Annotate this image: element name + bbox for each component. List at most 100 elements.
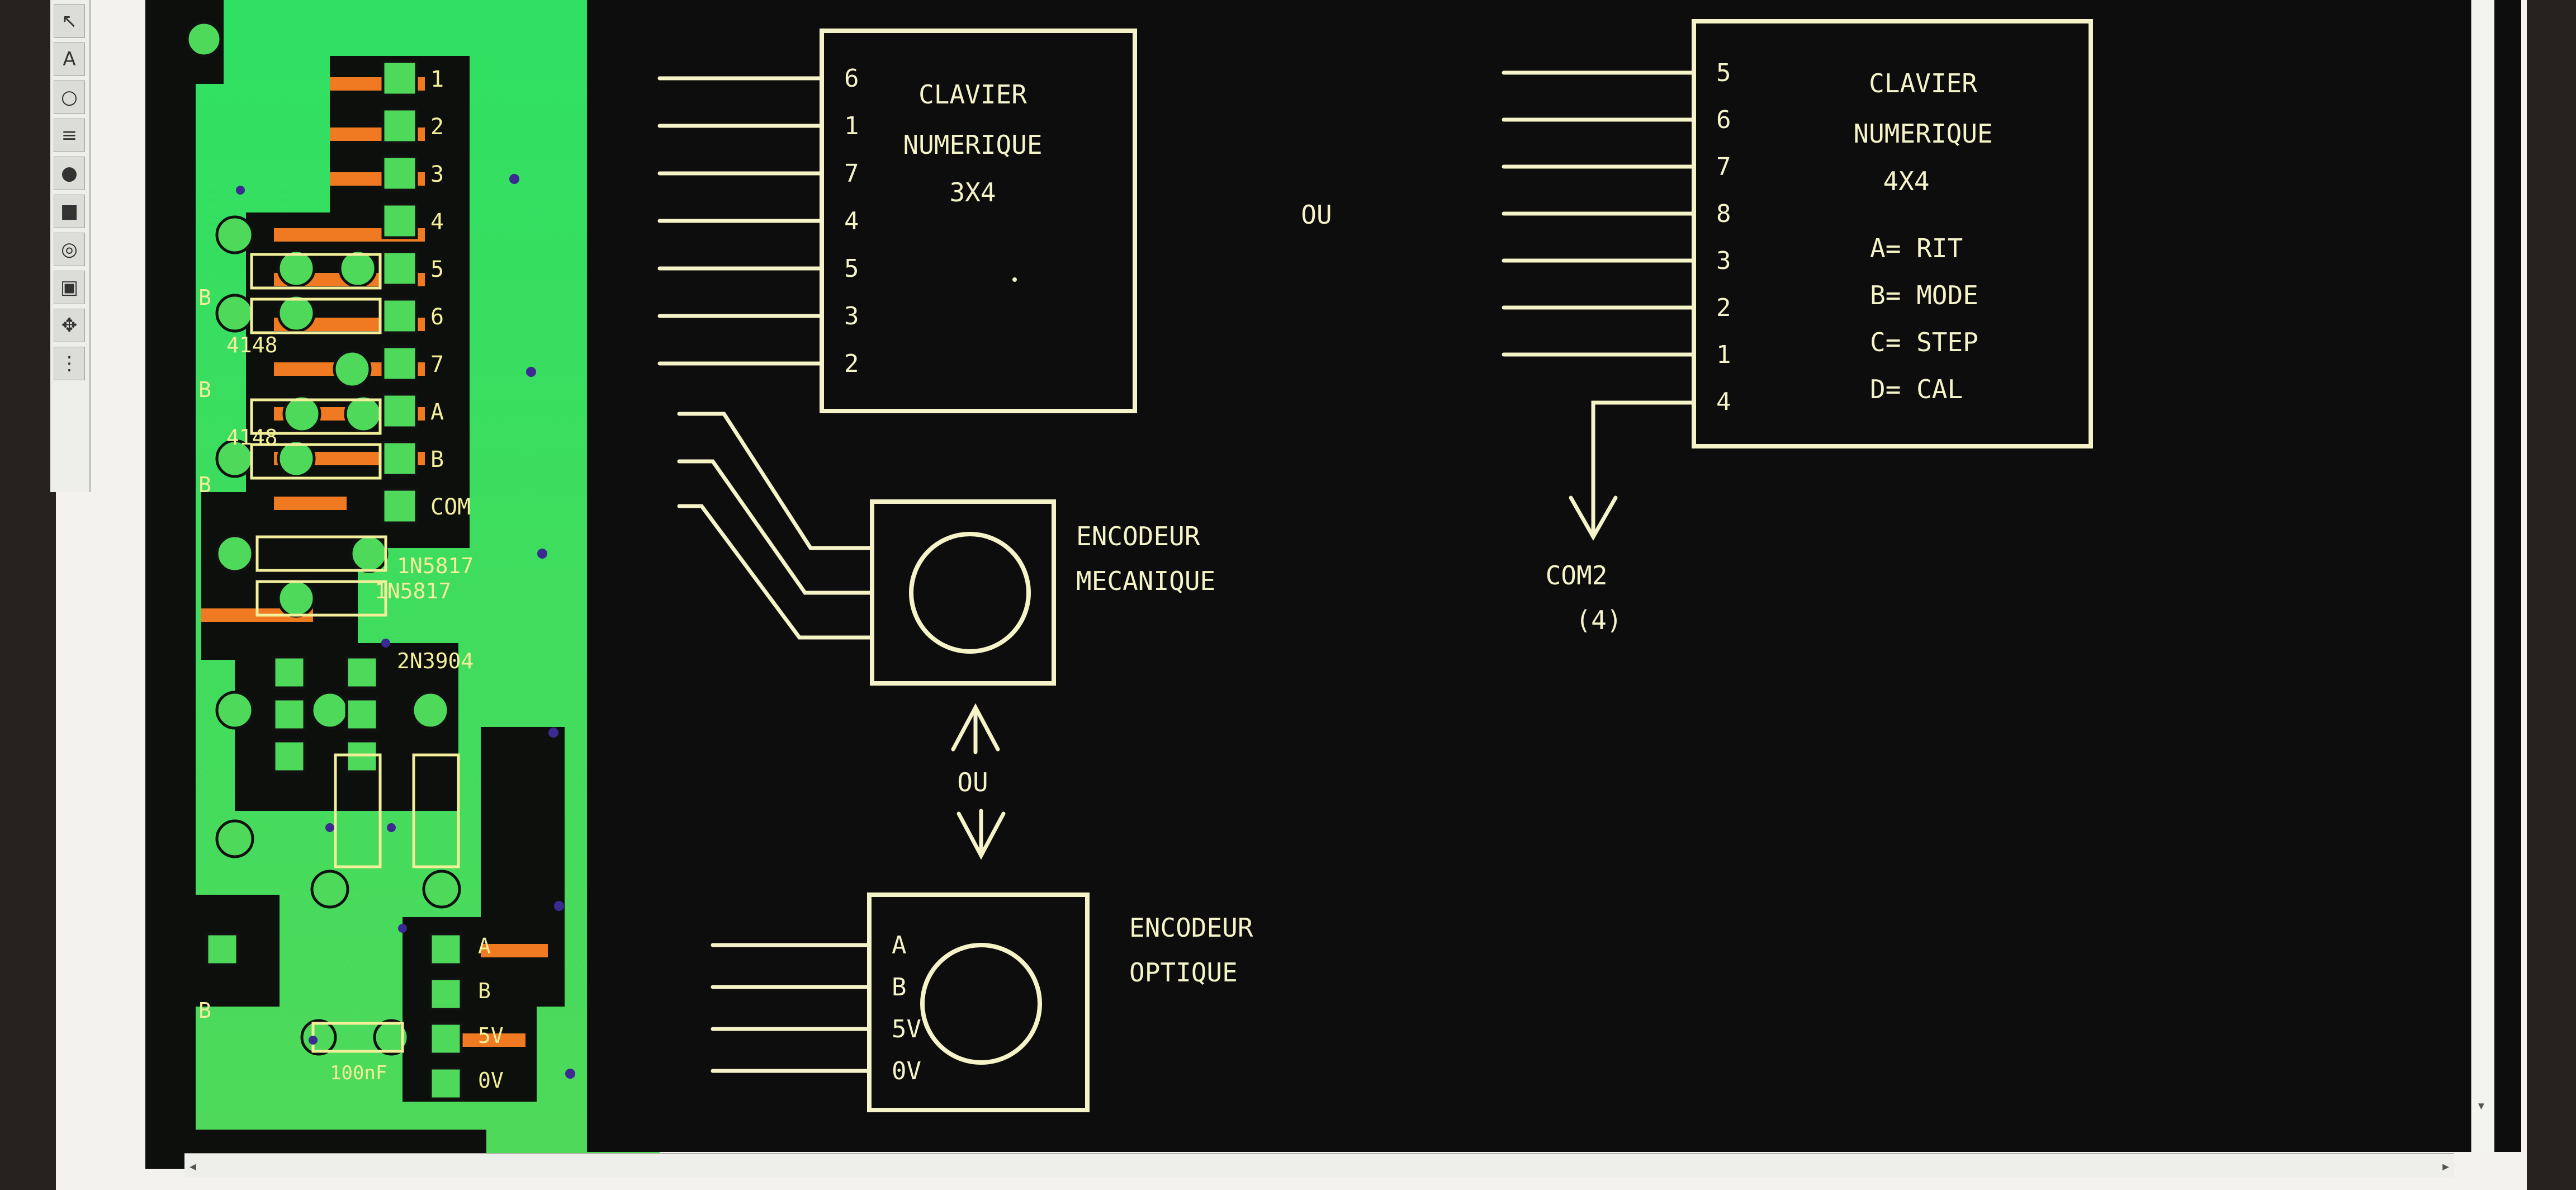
pcb-pin-label: 6 [430,304,444,330]
keypad-4x4-pin-number: 7 [1716,153,1731,181]
pcb-lower-pin-label: B [478,979,491,1003]
keypad-4x4-pin-number: 6 [1716,106,1731,134]
keypad-3x4-pin-number: 1 [844,112,859,140]
lines-tool-icon[interactable]: ≡ [54,119,85,152]
tool-palette: ↖ A ○ ≡ ● ■ ◎ ▣ ✥ ⋮ [50,0,91,492]
opt-encoder-pin-label: B [892,973,907,1002]
keypad-4x4-title-2: NUMERIQUE [1853,119,1992,149]
pcb-part-label: 4148 [226,333,278,357]
text-tool-icon[interactable]: A [54,42,85,76]
keypad-3x4-pin-number: 3 [844,302,859,330]
keypad-4x4-title-3: 4X4 [1883,166,1929,196]
keypad-4x4-function-list: A= RIT B= MODE C= STEP D= CAL [1870,233,1978,404]
scroll-right-icon[interactable]: ▸ [2440,1156,2451,1176]
pcb-pin-label: 4 [430,209,444,235]
keypad-3x4-pin-numbers: 6 1 7 4 5 3 2 [844,64,859,378]
keypad-3x4-pin-lines [657,76,824,366]
keypad-4x4-outline [1692,19,2093,448]
horizontal-scrollbar[interactable]: ◂ ▸ [184,1153,2454,1177]
opt-encoder-disc-icon [920,943,1042,1065]
keypad-4x4-pin-number: 8 [1716,200,1731,228]
keypad-3x4-title-1: CLAVIER [918,79,1027,110]
move-tool-icon[interactable]: ✥ [54,309,85,342]
grid-tool-icon[interactable]: ⋮ [54,347,85,380]
pcb-part-label: 4148 [226,425,278,450]
down-arrow-icon [956,811,1006,860]
lower-connector-labels: AB 5V 0V [478,934,504,1093]
pcb-edge-label: B [198,377,211,402]
pcb-pin-label: 3 [430,162,444,187]
pcb-lower-pin-label: A [478,934,491,958]
pointer-tool-icon[interactable]: ↖ [54,4,85,38]
opt-encoder-pin-label: 5V [892,1015,921,1043]
keypad-4x4-function: A= RIT [1870,233,1963,263]
keypad-3x4-pin-number: 4 [844,207,859,235]
square-pad-tool-icon[interactable]: ■ [54,195,85,228]
opt-encoder-label-2: OPTIQUE [1129,957,1238,988]
pcb-edge-label: B [198,473,211,497]
com2-wire [1591,400,1696,533]
oval-pad-tool-icon[interactable]: ◎ [54,233,85,266]
keypad-3x4-pin-number: 7 [844,159,859,188]
com2-sub-label: (4) [1575,605,1622,635]
mech-encoder-label-2: MECANIQUE [1076,566,1215,596]
pcb-pin-label: 7 [430,352,444,377]
opt-encoder-pin-label: A [892,931,907,960]
keypad-3x4-pin-number: 5 [844,254,859,283]
scroll-left-icon[interactable]: ◂ [188,1156,198,1176]
vias [236,174,575,1079]
pcb-pin-label: 5 [430,257,444,282]
scroll-down-icon[interactable]: ▾ [2476,1096,2486,1115]
pcb-pads [186,21,463,1101]
keypad-3x4-pin-number: 2 [844,350,859,378]
keypad-4x4-function: D= CAL [1870,374,1963,404]
keypad-4x4-pin-lines [1502,70,1696,357]
keypad-3x4-pin-number: 6 [844,64,859,93]
pad-tool-icon[interactable]: ● [54,157,85,190]
keypad-3x4-title-2: NUMERIQUE [903,130,1042,160]
opt-encoder-label-1: ENCODEUR [1129,913,1253,943]
vertical-scrollbar[interactable]: ▾ [2471,0,2494,1152]
com2-arrow [1569,495,1618,541]
component-outlines [250,253,460,1053]
pcb-pin-label: COM [430,494,471,520]
mech-encoder-label-1: ENCODEUR [1076,521,1200,551]
opt-encoder-pin-lines [711,943,872,1073]
circle-tool-icon[interactable]: ○ [54,81,85,114]
keypad-4x4-pin-number: 4 [1716,388,1731,416]
component-tool-icon[interactable]: ▣ [54,271,85,304]
keypad-4x4-function: C= STEP [1870,327,1978,357]
pcb-edge-label: B [198,285,211,310]
keypad-3x4-dot [1012,277,1017,282]
keypad-4x4-pin-number: 3 [1716,247,1731,275]
pcb-pin-label: 1 [430,67,444,92]
com2-label: COM2 [1546,560,1608,591]
up-arrow-icon [951,703,1000,752]
or-label-top: OU [1301,200,1332,230]
pcb-part-label: 1N5817 [375,579,451,603]
keypad-4x4-pin-number: 5 [1716,59,1731,87]
or-selector: OU [951,703,1006,860]
keypad-4x4-function: B= MODE [1870,280,1978,310]
mech-encoder-knob-icon [909,532,1031,654]
pcb-lower-pin-label: 0V [478,1068,504,1093]
opt-encoder-outline [867,892,1090,1112]
keypad-4x4-title-1: CLAVIER [1869,68,1977,98]
or-label-mid: OU [957,767,988,797]
pcb-pin-label: 2 [430,114,444,140]
pcb-edge-label: B [198,998,211,1023]
capacitor-label: 100nF [330,1062,387,1084]
mechanical-encoder-block[interactable]: ENCODEUR MECANIQUE [677,412,1215,686]
pcb-lower-pin-label: 5V [478,1023,504,1048]
